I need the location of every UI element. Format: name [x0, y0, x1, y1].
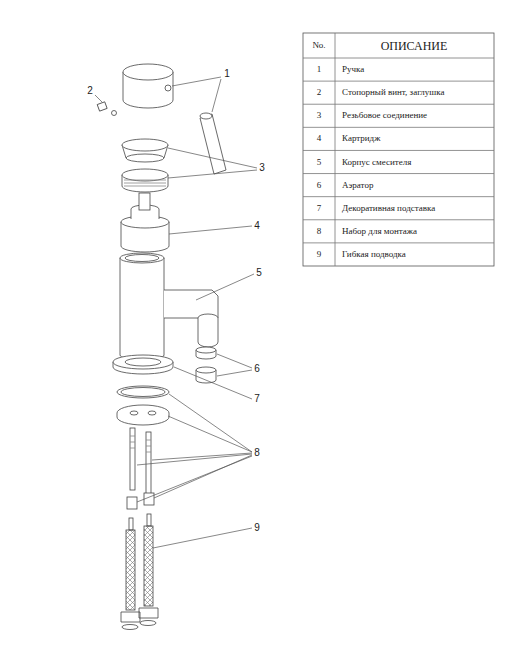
table-description: Резьбовое соединение: [342, 111, 427, 120]
table-description: Аэратор: [342, 181, 373, 190]
table-frame: [303, 33, 494, 266]
table-grid: [303, 33, 494, 266]
table-rule: [303, 81, 494, 82]
table-number: 2: [317, 88, 322, 97]
callout-number: 5: [256, 268, 262, 278]
mixer-body: [120, 253, 218, 360]
table-rule: [303, 242, 494, 243]
table-number: 8: [317, 227, 322, 236]
set-screw: [97, 102, 116, 116]
table-description: Стопорный винт, заглушка: [342, 88, 445, 97]
callout-number: 7: [254, 394, 260, 404]
table-description: Декоративная подставка: [342, 204, 435, 213]
callout-number: 6: [254, 364, 260, 374]
table-number: 6: [317, 181, 322, 190]
table-description: Картридж: [342, 134, 380, 143]
table-rule: [335, 33, 336, 266]
leader-lines: [95, 77, 257, 548]
table-number: 1: [317, 65, 322, 74]
table-header: ОПИСАНИЕ: [381, 40, 448, 52]
table-number: 5: [317, 158, 322, 167]
callout-number: 3: [259, 163, 265, 173]
table-header: No.: [312, 41, 325, 50]
flex-hoses: [121, 514, 158, 630]
table-description: Ручка: [342, 65, 364, 74]
mounting-kit: [117, 386, 169, 509]
table-rule: [303, 58, 494, 59]
table-number: 7: [317, 204, 322, 213]
table-rule: [303, 219, 494, 220]
callout-number: 4: [254, 221, 260, 231]
table-rule: [303, 196, 494, 197]
callout-number: 8: [254, 448, 260, 458]
callout-number: 2: [87, 86, 93, 96]
table-rule: [303, 127, 494, 128]
callout-number: 9: [254, 523, 260, 533]
table-description: Набор для монтажа: [342, 227, 417, 236]
table-number: 9: [317, 250, 322, 259]
table-description: Гибкая подводка: [342, 250, 406, 259]
cartridge: [121, 193, 169, 252]
decorative-base: [113, 355, 173, 374]
table-rule: [303, 173, 494, 174]
table-rule: [303, 150, 494, 151]
table-description: Корпус смесителя: [342, 158, 411, 167]
callout-number: 1: [224, 69, 230, 79]
table-rule: [303, 104, 494, 105]
table-number: 3: [317, 111, 322, 120]
table-number: 4: [317, 134, 322, 143]
threaded-connection: [122, 139, 168, 192]
